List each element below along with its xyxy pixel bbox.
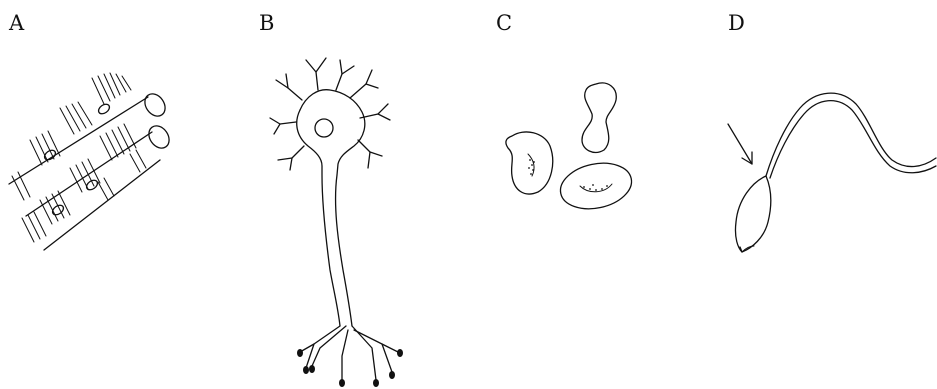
blood-cells-drawing — [506, 83, 636, 215]
neuron-drawing — [270, 58, 398, 380]
sperm-cell-drawing — [728, 93, 936, 252]
muscle-fibres-drawing — [9, 73, 173, 250]
